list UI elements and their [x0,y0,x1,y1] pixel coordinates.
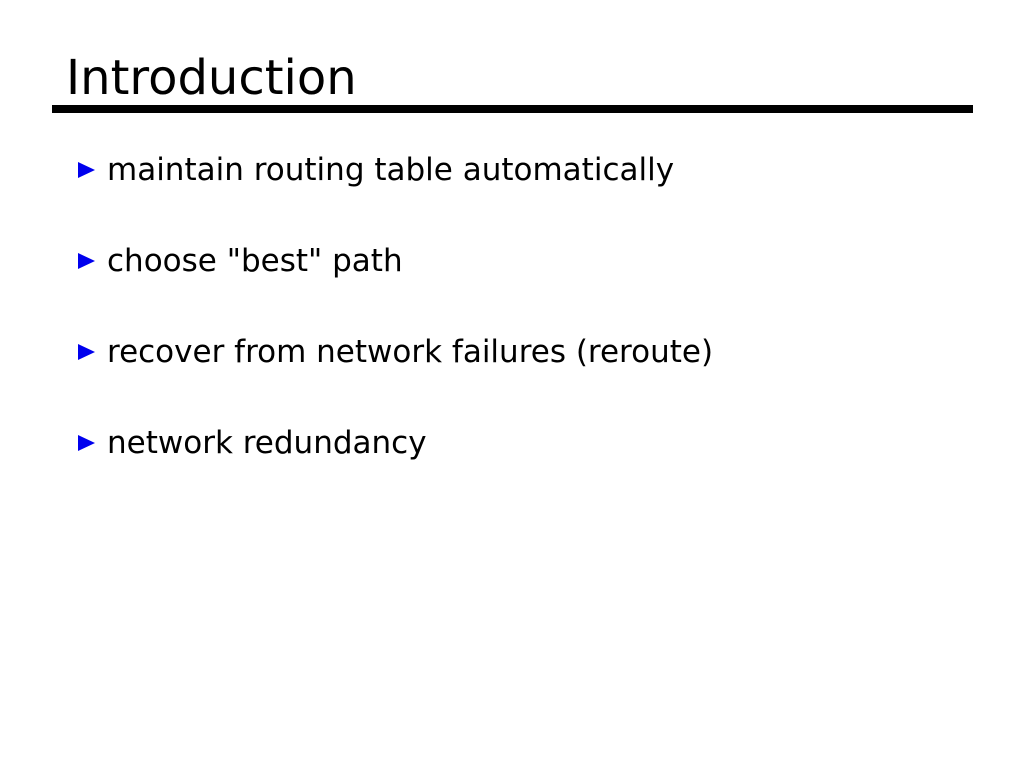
bullet-item: choose "best" path [78,241,403,281]
bullet-item: network redundancy [78,423,427,463]
bullet-text: network redundancy [107,425,427,461]
bullet-item: maintain routing table automatically [78,150,674,190]
slide-title: Introduction [66,50,357,106]
right-triangle-icon [78,435,95,451]
right-triangle-icon [78,162,95,178]
bullet-text: maintain routing table automatically [107,152,675,188]
bullet-text: recover from network failures (reroute) [107,334,714,370]
title-underline-rule [52,105,973,113]
bullet-text: choose "best" path [107,243,403,279]
bullet-item: recover from network failures (reroute) [78,332,713,372]
right-triangle-icon [78,344,95,360]
right-triangle-icon [78,253,95,269]
